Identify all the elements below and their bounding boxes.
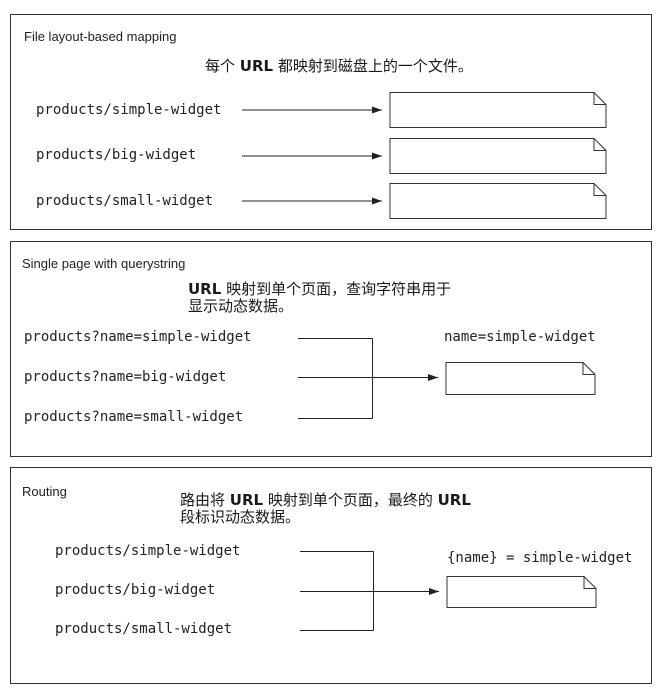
url-label: products/simple-widget (55, 543, 241, 559)
file-label: Products/SimpleWidget.cshtml (405, 103, 582, 118)
panel-caption-line-1: 路由将 URL 映射到单个页面，最终的 URL (180, 491, 471, 509)
panel-caption-line-2: 段标识动态数据。 (180, 508, 301, 526)
panel-caption-line-1: URL 映射到单个页面，查询字符串用于 (188, 280, 452, 298)
querystring-panel (10, 241, 652, 457)
file-label: Products.cshtml (460, 370, 553, 385)
url-label: products?name=big-widget (24, 369, 227, 385)
panel-title: Routing (22, 484, 67, 499)
file-label: Products.cshtml (461, 583, 554, 598)
url-label: products/simple-widget (36, 102, 222, 118)
panel-caption: 每个 URL 都映射到磁盘上的一个文件。 (205, 57, 473, 75)
panel-title: Single page with querystring (22, 256, 186, 271)
url-label: products?name=small-widget (24, 409, 244, 425)
url-label: products?name=simple-widget (24, 329, 252, 345)
routing-panel (10, 467, 652, 684)
panel-caption-line-2: 显示动态数据。 (188, 297, 294, 315)
url-label: products/big-widget (36, 147, 197, 163)
url-label: products/big-widget (55, 582, 216, 598)
file-label: Products/SmallWidget.cshtml (405, 193, 575, 208)
panel-title: File layout-based mapping (24, 29, 177, 44)
route-parameter-label: {name} = simple-widget (447, 550, 633, 566)
query-parameter-label: name=simple-widget (444, 329, 596, 345)
url-label: products/small-widget (55, 621, 233, 637)
url-label: products/small-widget (36, 193, 214, 209)
file-label: Products/BigWidget.cshtml (405, 148, 561, 163)
